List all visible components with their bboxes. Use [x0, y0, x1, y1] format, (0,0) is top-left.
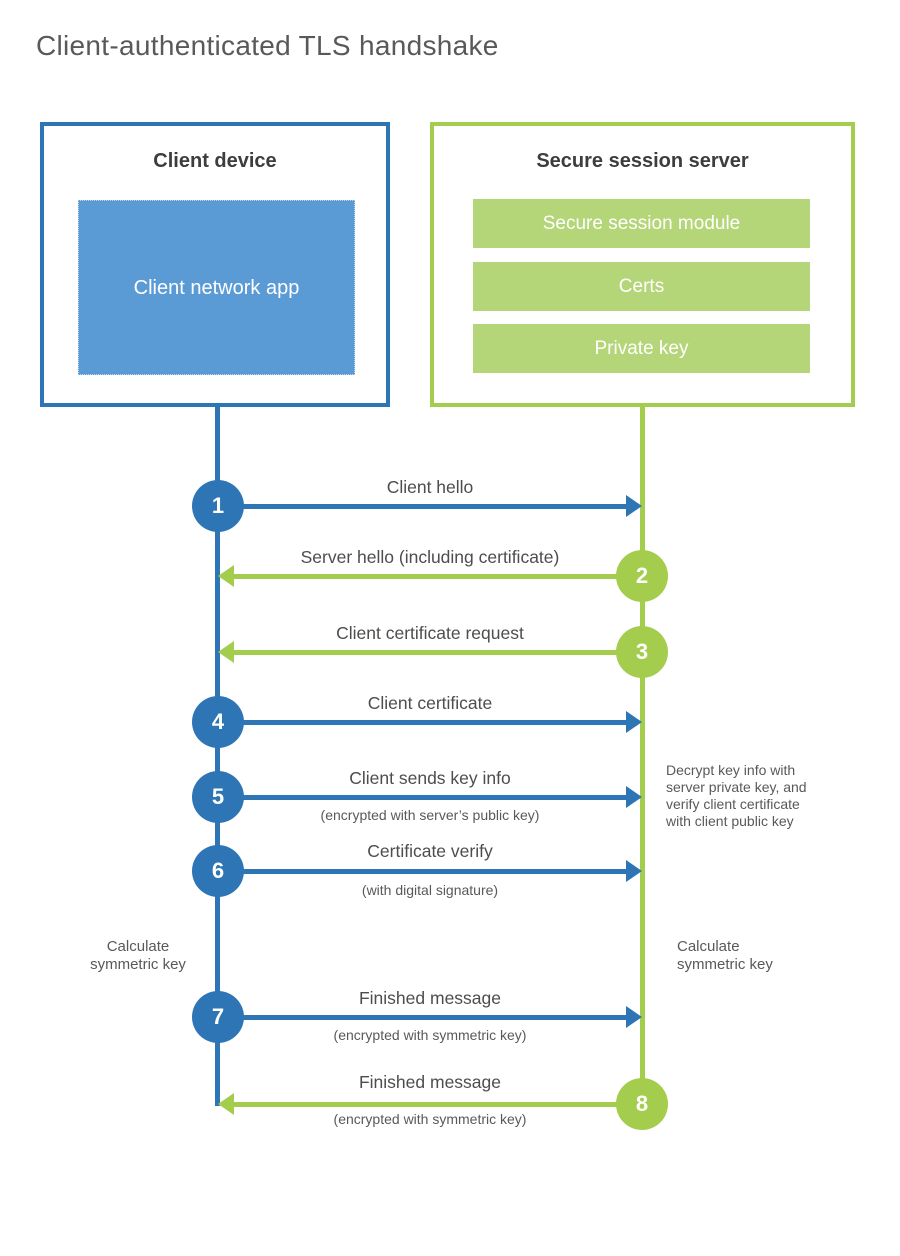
server-module-bar: Certs: [473, 262, 810, 311]
arrow-shaft: [231, 650, 642, 655]
step-badge: 8: [616, 1078, 668, 1130]
message-label: Client certificate request: [336, 623, 524, 643]
message-sublabel: (encrypted with symmetric key): [333, 1027, 527, 1043]
arrow-shaft: [231, 1102, 642, 1107]
right-arrow: [218, 859, 642, 883]
calculate-symmetric-key-note-client: Calculate symmetric key: [90, 938, 186, 973]
client-network-app-box: Client network app: [78, 200, 355, 375]
arrowhead-icon: [218, 565, 234, 587]
right-arrow: [218, 1005, 642, 1029]
arrow-shaft: [218, 504, 629, 509]
step-badge: 4: [192, 696, 244, 748]
message-sublabel: (encrypted with symmetric key): [333, 1111, 527, 1127]
step-badge: 2: [616, 550, 668, 602]
right-arrow: [218, 710, 642, 734]
server-module-label: Certs: [618, 275, 665, 297]
secure-session-server-box: Secure session server Secure session mod…: [430, 122, 855, 407]
arrowhead-icon: [626, 1006, 642, 1028]
right-arrow: [218, 785, 642, 809]
client-device-heading: Client device: [153, 150, 277, 172]
arrow-shaft: [218, 795, 629, 800]
arrowhead-icon: [626, 860, 642, 882]
left-arrow: [218, 640, 642, 664]
arrowhead-icon: [218, 1093, 234, 1115]
right-arrow: [218, 494, 642, 518]
server-module-bar: Secure session module: [473, 199, 810, 248]
step-badge: 7: [192, 991, 244, 1043]
message-sublabel: (with digital signature): [361, 882, 499, 898]
message-label: Server hello (including certificate): [300, 547, 560, 567]
arrow-shaft: [218, 720, 629, 725]
left-arrow: [218, 564, 642, 588]
arrow-shaft: [218, 1015, 629, 1020]
arrowhead-icon: [626, 711, 642, 733]
server-module-label: Private key: [594, 337, 689, 359]
message-label: Finished message: [358, 1072, 502, 1092]
message-label: Certificate verify: [367, 841, 493, 861]
left-arrow: [218, 1092, 642, 1116]
message-label: Client hello: [386, 477, 474, 497]
step-badge: 5: [192, 771, 244, 823]
client-network-app-label: Client network app: [133, 276, 300, 299]
message-label: Client certificate: [367, 693, 493, 713]
step-badge: 3: [616, 626, 668, 678]
message-label: Client sends key info: [349, 768, 511, 788]
server-module-label: Secure session module: [542, 212, 741, 234]
arrowhead-icon: [626, 495, 642, 517]
arrow-shaft: [218, 869, 629, 874]
client-lifeline: [215, 406, 220, 1106]
server-lifeline: [640, 406, 645, 1106]
arrow-shaft: [231, 574, 642, 579]
message-label: Finished message: [358, 988, 502, 1008]
secure-session-server-heading: Secure session server: [536, 150, 749, 172]
arrowhead-icon: [626, 786, 642, 808]
decrypt-note: Decrypt key info with server private key…: [666, 762, 807, 830]
step-badge: 6: [192, 845, 244, 897]
message-sublabel: (encrypted with server’s public key): [320, 807, 540, 823]
client-device-box: Client device Client network app: [40, 122, 390, 407]
server-module-bar: Private key: [473, 324, 810, 373]
calculate-symmetric-key-note-server: Calculate symmetric key: [677, 938, 773, 973]
arrowhead-icon: [218, 641, 234, 663]
page-title: Client-authenticated TLS handshake: [36, 30, 499, 61]
step-badge: 1: [192, 480, 244, 532]
